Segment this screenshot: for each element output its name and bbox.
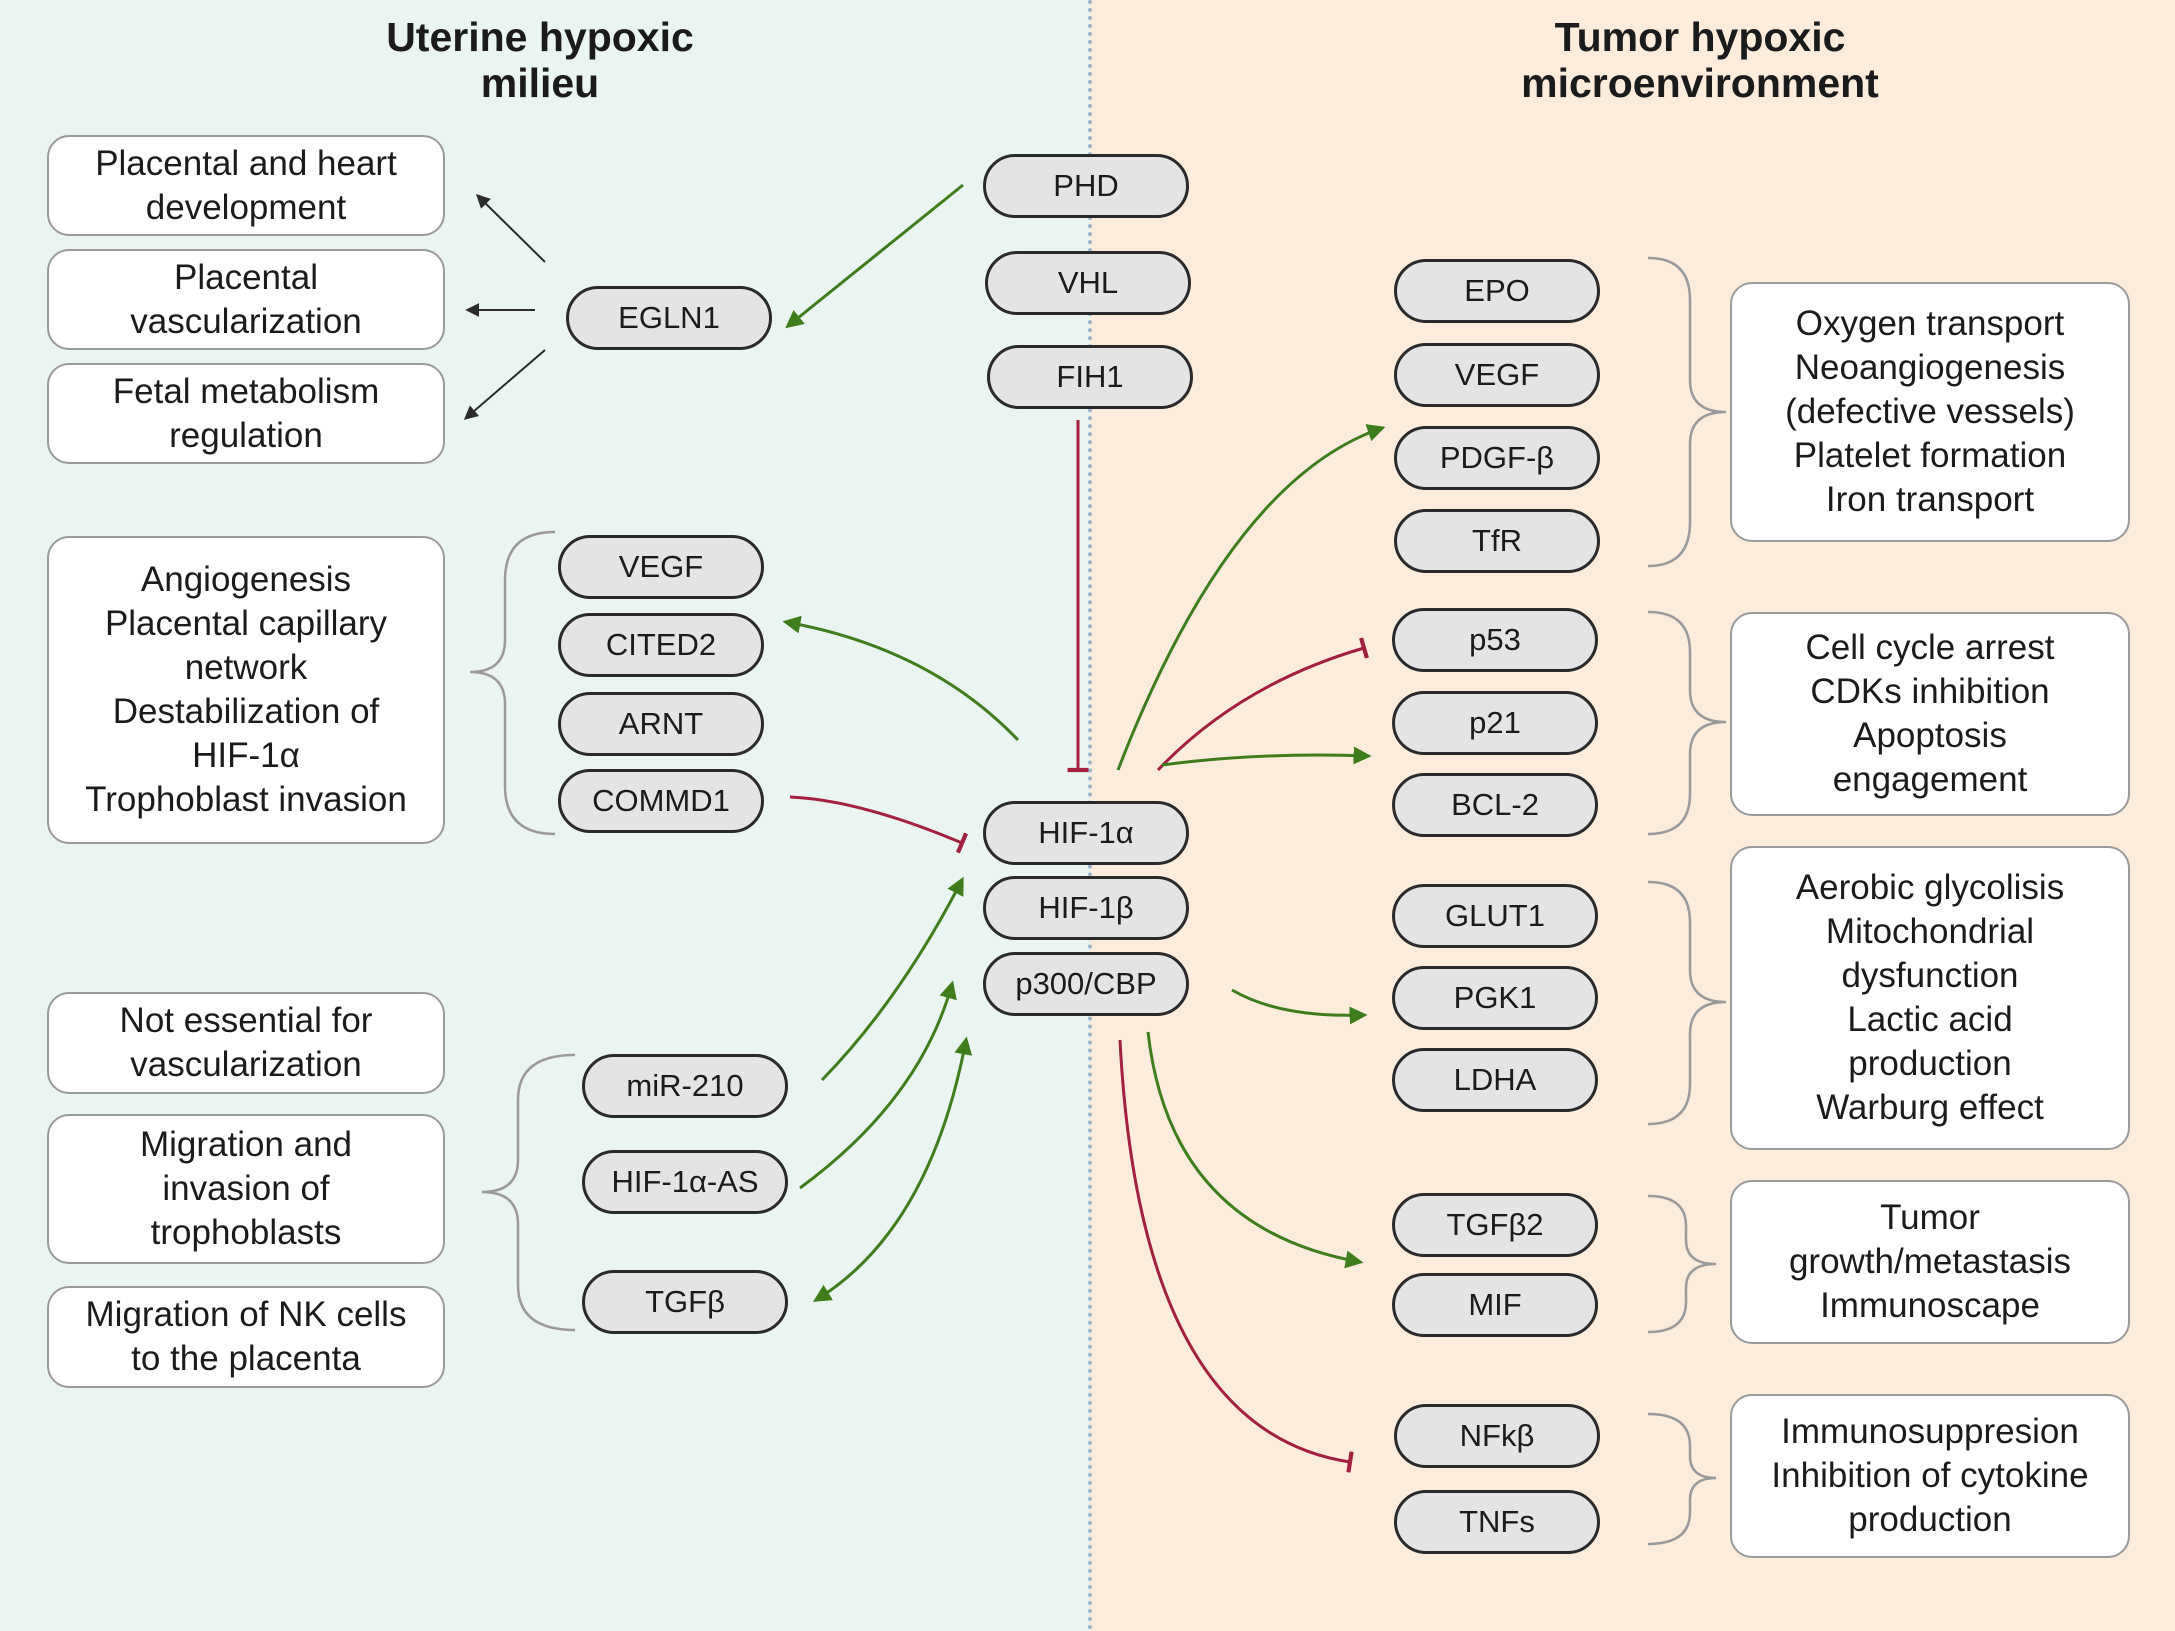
node-phd[interactable]: PHD xyxy=(983,154,1189,218)
node-tnfs[interactable]: TNFs xyxy=(1394,1490,1600,1554)
node-cited2[interactable]: CITED2 xyxy=(558,613,764,677)
node-vhl[interactable]: VHL xyxy=(985,251,1191,315)
hif-inhibits-p53 xyxy=(1156,637,1369,772)
egln1-to-metab-arrow xyxy=(463,349,546,420)
left-bracket-mir-group xyxy=(481,1053,576,1332)
node-vegf-left[interactable]: VEGF xyxy=(558,535,764,599)
node-tfr[interactable]: TfR xyxy=(1394,509,1600,573)
node-mif[interactable]: MIF xyxy=(1392,1273,1598,1337)
right-bracket-epo-group xyxy=(1647,256,1727,568)
right-bracket-nfkb-group xyxy=(1647,1412,1717,1546)
hif-to-vegf-group-arrow xyxy=(1116,424,1386,771)
node-pdgf-b[interactable]: PDGF-β xyxy=(1394,426,1600,490)
egln1-to-heart-arrow xyxy=(476,194,546,263)
node-mir210[interactable]: miR-210 xyxy=(582,1054,788,1118)
node-egln1[interactable]: EGLN1 xyxy=(566,286,772,350)
node-vegf-right[interactable]: VEGF xyxy=(1394,343,1600,407)
mir210-to-hif-arrow xyxy=(820,876,964,1082)
node-tgfb2[interactable]: TGFβ2 xyxy=(1392,1193,1598,1257)
node-p53[interactable]: p53 xyxy=(1392,608,1598,672)
hif-to-glut1-group-arrow xyxy=(1231,988,1368,1025)
hif-inhibits-nfkb xyxy=(1118,1039,1354,1473)
node-hif1a[interactable]: HIF-1α xyxy=(983,801,1189,865)
node-tgfb[interactable]: TGFβ xyxy=(582,1270,788,1334)
node-fih1[interactable]: FIH1 xyxy=(987,345,1193,409)
node-p21[interactable]: p21 xyxy=(1392,691,1598,755)
hif-to-tgfb2-group-arrow xyxy=(1146,1031,1364,1269)
node-nfkb[interactable]: NFkβ xyxy=(1394,1404,1600,1468)
hif1a-to-cited2-arrow xyxy=(782,615,1020,742)
node-p300-cbp[interactable]: p300/CBP xyxy=(983,952,1189,1016)
hif1aas-to-hif-arrow xyxy=(799,980,957,1190)
hif-to-p21-arrow xyxy=(1161,746,1372,767)
node-hif1a-as[interactable]: HIF-1α-AS xyxy=(582,1150,788,1214)
right-bracket-glut1-group xyxy=(1647,880,1727,1126)
right-bracket-p53-group xyxy=(1647,610,1727,836)
node-commd1[interactable]: COMMD1 xyxy=(558,769,764,833)
node-bcl2[interactable]: BCL-2 xyxy=(1392,773,1598,837)
node-arnt[interactable]: ARNT xyxy=(558,692,764,756)
node-epo[interactable]: EPO xyxy=(1394,259,1600,323)
phd-to-egln1-arrow xyxy=(785,183,964,329)
hif-tgfb-double-arrow xyxy=(812,1036,973,1302)
right-bracket-tgfb2-group xyxy=(1647,1194,1717,1334)
commd1-inhibits-hif1a xyxy=(789,795,969,854)
node-hif1b[interactable]: HIF-1β xyxy=(983,876,1189,940)
node-glut1[interactable]: GLUT1 xyxy=(1392,884,1598,948)
node-pgk1[interactable]: PGK1 xyxy=(1392,966,1598,1030)
left-bracket-vegf-group xyxy=(469,530,556,836)
node-ldha[interactable]: LDHA xyxy=(1392,1048,1598,1112)
